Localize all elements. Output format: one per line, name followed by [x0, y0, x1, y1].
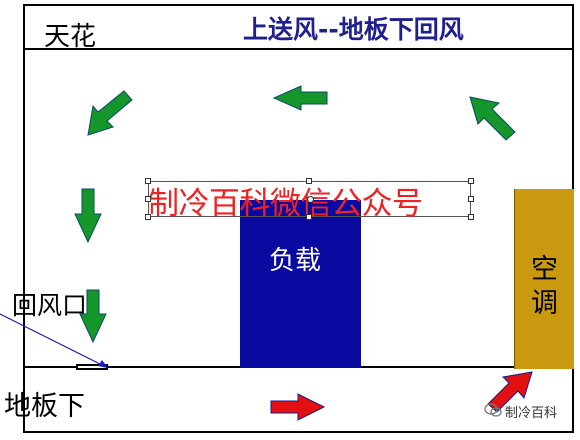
diagram-title: 上送风--地板下回风 [243, 15, 464, 44]
watermark-text: 制冷百科微信公众号 [148, 186, 423, 222]
selection-handle-bl[interactable] [145, 214, 151, 220]
selection-handle-bc[interactable] [306, 214, 312, 220]
selection-handle-br[interactable] [468, 214, 474, 220]
return-vent-pointer [0, 313, 107, 368]
return-arrow-upright [487, 371, 533, 413]
wechat-logo-icon [484, 402, 502, 417]
ceiling-label: 天花 [44, 22, 97, 52]
return-arrow-right [270, 393, 326, 421]
supply-arrow-down-2 [79, 289, 107, 344]
logo-text: 制冷百科 [505, 406, 558, 421]
supply-arrow-downleft [87, 90, 133, 136]
return-vent-label: 回风口 [12, 291, 88, 320]
selection-handle-tl[interactable] [145, 178, 151, 184]
rotate-handle[interactable] [307, 196, 314, 203]
return-vent-pointer-head [98, 360, 108, 368]
selection-handle-mr[interactable] [468, 196, 474, 202]
selection-handle-ml[interactable] [145, 196, 151, 202]
supply-arrow-left [272, 85, 328, 111]
selection-handle-tr[interactable] [468, 178, 474, 184]
load-block: 负载 [240, 200, 361, 368]
supply-arrow-upleft [469, 96, 516, 141]
air-conditioner-unit: 空 调 [514, 189, 574, 369]
supply-arrow-down-1 [74, 188, 102, 244]
selection-handle-tc[interactable] [306, 178, 312, 184]
load-label: 负载 [269, 246, 322, 276]
ac-label-line1: 空 [531, 254, 558, 285]
ac-label-line2: 调 [531, 288, 558, 319]
underfloor-label: 地板下 [4, 391, 85, 422]
